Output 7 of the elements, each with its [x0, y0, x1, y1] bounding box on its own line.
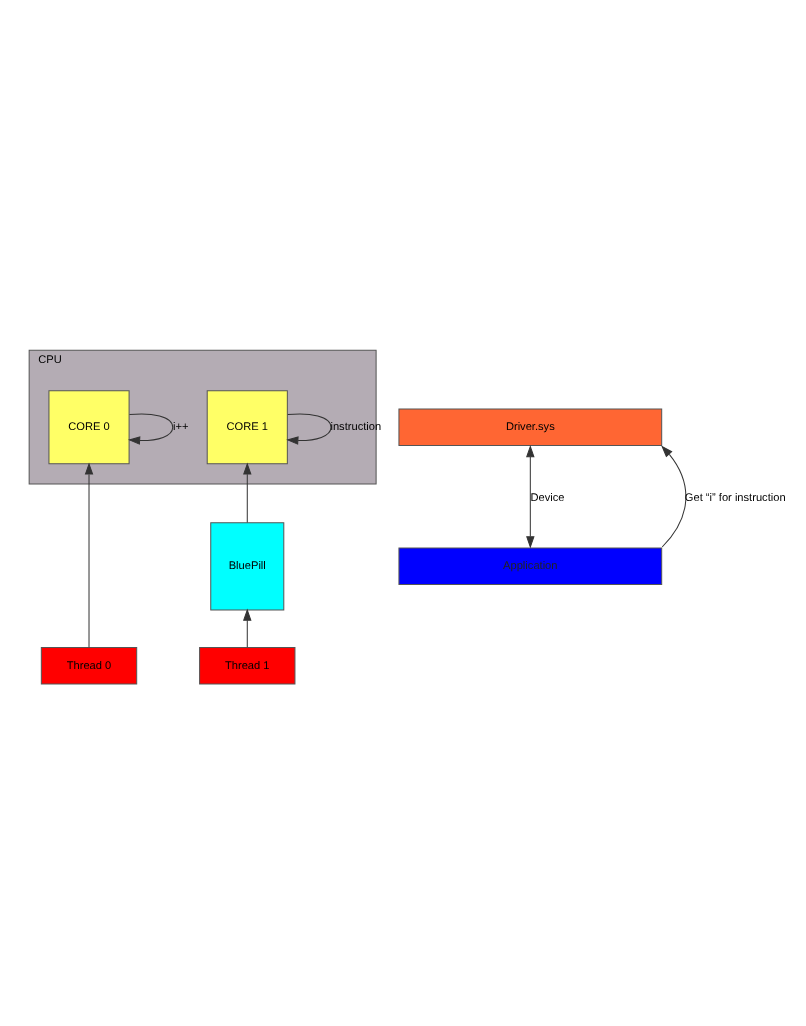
arrow — [243, 608, 252, 648]
arrow — [286, 413, 332, 445]
arrow — [84, 462, 94, 648]
arrow — [127, 413, 174, 445]
arrow — [526, 445, 535, 549]
arrow — [661, 445, 687, 548]
arrow — [243, 462, 252, 523]
